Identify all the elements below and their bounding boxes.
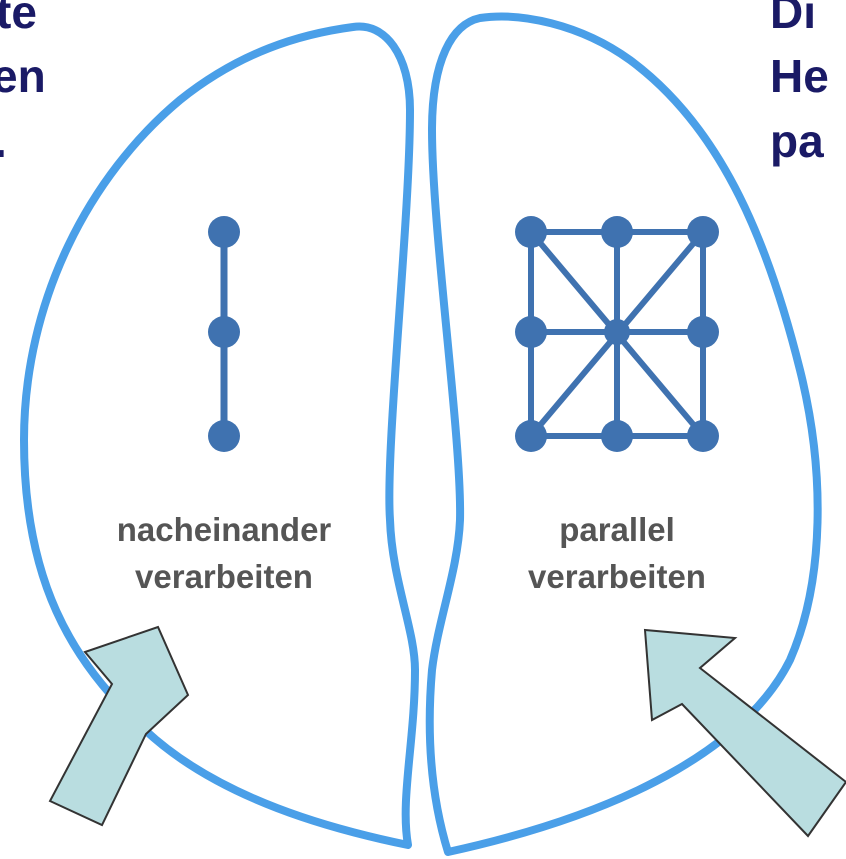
right-label-line1: parallel — [559, 511, 675, 548]
left-input-arrow — [50, 627, 188, 825]
serial-chain-icon — [208, 216, 240, 452]
parallel-grid-node — [515, 420, 547, 452]
parallel-grid-node — [687, 316, 719, 348]
parallel-grid-node — [601, 420, 633, 452]
parallel-grid-node — [515, 216, 547, 248]
cropped-heading-left-line1: te — [0, 0, 37, 38]
serial-chain-node — [208, 216, 240, 248]
parallel-grid-node — [515, 316, 547, 348]
right-input-arrow — [645, 630, 846, 836]
cropped-heading-left-line3: . — [0, 115, 7, 167]
cropped-heading-right-line2: He — [770, 50, 829, 102]
parallel-grid-node — [601, 216, 633, 248]
cropped-heading-right-line3: pa — [770, 115, 824, 167]
serial-chain-node — [208, 316, 240, 348]
serial-chain-node — [208, 420, 240, 452]
left-label-line1: nacheinander — [117, 511, 332, 548]
parallel-grid-node — [604, 319, 630, 345]
cropped-heading-left-line2: en — [0, 50, 46, 102]
parallel-grid-node — [687, 216, 719, 248]
cropped-heading-right-line1: Di — [770, 0, 816, 38]
left-label-line2: verarbeiten — [135, 558, 313, 595]
parallel-grid-node — [687, 420, 719, 452]
right-label-line2: verarbeiten — [528, 558, 706, 595]
